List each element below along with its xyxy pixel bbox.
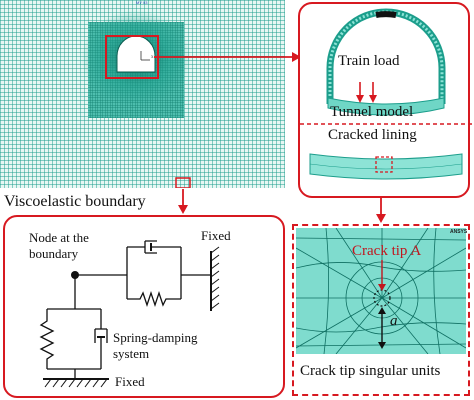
svg-text:x: x xyxy=(151,55,154,60)
spring-damper-diagram xyxy=(39,240,220,388)
finite-element-mesh: x xyxy=(0,0,285,189)
viscoelastic-panel: Node at the boundary Fixed Spring-dampin… xyxy=(3,215,285,398)
viscoelastic-title: Viscoelastic boundary xyxy=(4,193,146,210)
tunnel-panel: Train load Tunnel model Cracked lining xyxy=(298,2,472,198)
dimension-label: a xyxy=(390,313,398,329)
node-label-line1: Node at the xyxy=(29,230,89,245)
mesh-header-text: MY 03 xyxy=(136,0,148,5)
mesh-model-panel: x MY 03 xyxy=(0,0,285,189)
spring-label-line1: Spring-damping xyxy=(113,330,198,345)
cracked-lining-label: Cracked lining xyxy=(328,127,417,143)
train-load-label: Train load xyxy=(338,53,400,69)
tunnel-model-drawing xyxy=(300,8,472,180)
fixed-bottom-label: Fixed xyxy=(115,374,145,389)
crack-tip-panel: ANSYS Crack tip A a Crack tip singular u… xyxy=(292,224,470,396)
crack-tip-label: Crack tip A xyxy=(352,243,422,259)
ansys-label: ANSYS xyxy=(450,229,468,235)
node-label-line2: boundary xyxy=(29,246,79,261)
spring-label-line2: system xyxy=(113,346,150,361)
tunnel-model-label: Tunnel model xyxy=(330,104,414,120)
crack-tip-mesh xyxy=(296,228,466,354)
crack-tip-caption: Crack tip singular units xyxy=(300,363,441,379)
fixed-top-label: Fixed xyxy=(201,228,231,243)
